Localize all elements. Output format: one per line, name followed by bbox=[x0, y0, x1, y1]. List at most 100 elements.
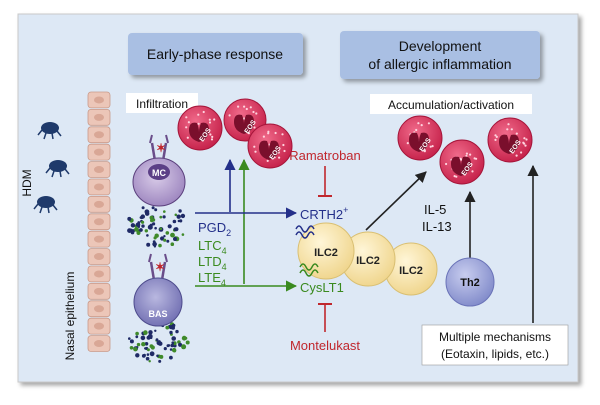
montelukast-label: Montelukast bbox=[290, 338, 360, 353]
eos-nucleus bbox=[189, 122, 209, 142]
eos-granule bbox=[445, 162, 448, 166]
eos-granule bbox=[213, 118, 216, 121]
eos-granule bbox=[187, 121, 190, 124]
granule-dot bbox=[135, 335, 139, 339]
eos-nucleus bbox=[451, 156, 471, 176]
granule-dot bbox=[154, 329, 157, 332]
granule-dot bbox=[154, 208, 158, 212]
granule-dot bbox=[136, 230, 141, 235]
granule-dot bbox=[148, 360, 151, 363]
granule-dot bbox=[171, 347, 177, 353]
granule-dot bbox=[153, 245, 157, 248]
granule-dot bbox=[127, 216, 132, 221]
granule-dot bbox=[149, 351, 155, 357]
early-phase-header-box bbox=[128, 33, 303, 75]
granule-dot bbox=[159, 354, 164, 359]
multiple-mechanisms-line2: (Eotaxin, lipids, etc.) bbox=[441, 347, 549, 361]
eos-granule bbox=[267, 132, 270, 135]
epithelial-nucleus bbox=[94, 322, 104, 330]
eos-granule bbox=[455, 175, 458, 178]
granule-dot bbox=[185, 340, 190, 345]
granule-dot bbox=[149, 215, 154, 220]
granule-dot bbox=[172, 219, 177, 224]
eos-cell: EOS bbox=[487, 117, 533, 163]
ilc2-cells: ILC2 ILC2 ILC2 bbox=[295, 222, 438, 296]
granule-dot bbox=[169, 355, 173, 360]
granule-dot bbox=[145, 356, 150, 361]
granule-dot bbox=[144, 342, 149, 346]
arrow-ilc2-to-eos bbox=[365, 171, 427, 231]
eos-granule bbox=[473, 157, 476, 160]
eos-granule bbox=[209, 133, 212, 136]
granule-dot bbox=[181, 233, 185, 236]
eos-granule bbox=[254, 150, 257, 153]
eos-granule bbox=[494, 134, 497, 137]
granule-dot bbox=[140, 335, 146, 341]
eos-granule bbox=[406, 142, 409, 145]
eos-granule bbox=[278, 156, 281, 159]
eos-granule bbox=[525, 138, 528, 141]
granule-dot bbox=[163, 347, 167, 351]
granule-dot bbox=[153, 236, 157, 240]
granule-dot bbox=[129, 339, 134, 344]
eos-granule bbox=[210, 138, 214, 141]
granule-dot bbox=[173, 237, 177, 241]
eos-granule bbox=[415, 128, 418, 132]
eos-granule bbox=[202, 110, 205, 114]
granule-dot bbox=[150, 345, 155, 350]
granule-dot bbox=[143, 330, 148, 335]
eos-granule bbox=[523, 137, 526, 140]
epithelial-nucleus bbox=[94, 287, 104, 295]
eos-granule bbox=[427, 122, 430, 125]
granule-dot bbox=[170, 343, 174, 348]
epithelial-nucleus bbox=[94, 96, 104, 104]
granule-dot bbox=[180, 213, 186, 219]
epithelial-nucleus bbox=[94, 218, 104, 226]
eos-granule bbox=[253, 145, 256, 148]
eos-granule bbox=[423, 150, 426, 153]
infiltration-label: Infiltration bbox=[136, 97, 188, 111]
early-phase-header: Early-phase response bbox=[147, 46, 283, 62]
eos-granule bbox=[522, 141, 525, 144]
ilc2-label-1: ILC2 bbox=[314, 247, 338, 259]
th2-cell bbox=[445, 257, 495, 307]
epithelial-nucleus bbox=[94, 200, 104, 208]
development-header-box bbox=[340, 31, 540, 79]
bas-activation-star: ✶ bbox=[155, 260, 165, 274]
granule-dot bbox=[147, 224, 153, 230]
granule-dot bbox=[154, 226, 157, 230]
epithelial-nucleus bbox=[94, 148, 104, 156]
granule-dot bbox=[162, 215, 166, 219]
eos-granule bbox=[465, 154, 468, 158]
granule-dot bbox=[139, 228, 143, 232]
granule-dot bbox=[181, 344, 187, 350]
epithelial-nucleus bbox=[94, 340, 104, 348]
eos-granule bbox=[506, 128, 509, 131]
lte4-label: LTE4 bbox=[198, 270, 226, 288]
granule-dot bbox=[141, 220, 145, 224]
granule-dot bbox=[170, 242, 175, 246]
granule-dot bbox=[133, 347, 138, 352]
epithelial-nucleus bbox=[94, 235, 104, 243]
granule-dot bbox=[152, 240, 156, 244]
multiple-mechanisms-box bbox=[421, 324, 569, 366]
basophil-cell: BAS ✶ bbox=[133, 253, 183, 327]
epithelial-nucleus bbox=[94, 305, 104, 313]
eos-granule bbox=[420, 124, 423, 127]
granule-dot bbox=[146, 242, 151, 247]
eos-granule bbox=[197, 113, 200, 116]
development-header-line1: Development bbox=[399, 38, 482, 54]
eos-granule bbox=[274, 131, 277, 135]
released-granules bbox=[127, 206, 190, 363]
eos-cell: EOS bbox=[177, 105, 223, 151]
epithelial-nucleus bbox=[94, 131, 104, 139]
mc-activation-star: ✶ bbox=[156, 141, 166, 155]
hdm-mites bbox=[33, 122, 70, 214]
granule-dot bbox=[127, 228, 132, 234]
granule-dot bbox=[141, 342, 146, 347]
eos-granule bbox=[469, 153, 472, 156]
eos-granule bbox=[249, 106, 252, 109]
granule-dot bbox=[157, 340, 161, 344]
